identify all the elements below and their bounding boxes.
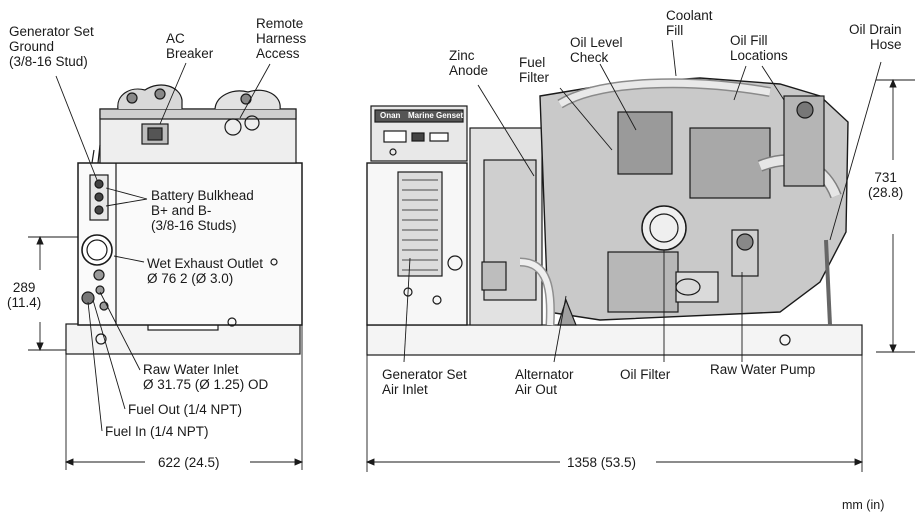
callout-raw-water-pump: Raw Water Pump (710, 362, 816, 377)
units-note: mm (in) (842, 498, 885, 512)
callout-oil-fill-locations: Oil Fill Locations (730, 33, 788, 63)
dim-end-width: 622 (24.5) (156, 455, 222, 470)
callout-oil-filter: Oil Filter (620, 367, 671, 382)
callout-generator-set-air-inlet: Generator Set Air Inlet (382, 367, 467, 397)
skid-hole (95, 333, 107, 345)
callout-wet-exhaust-outlet: Wet Exhaust Outlet Ø 76 2 (Ø 3.0) (147, 256, 264, 286)
exhaust-outlet (81, 234, 113, 266)
dim-side-length: 1358 (53.5) (565, 455, 639, 470)
dim-end-height: 289 (11.4) (5, 280, 44, 310)
dim-side-height: 731 (28.8) (866, 170, 906, 200)
end-view-dimensions (28, 235, 304, 470)
callout-remote-harness-access: Remote Harness Access (256, 16, 307, 61)
end-view-leaders (55, 62, 271, 432)
callout-fuel-out: Fuel Out (1/4 NPT) (128, 402, 243, 417)
panel-model: Marine Genset (408, 111, 464, 120)
side-view-leaders (403, 39, 882, 363)
callout-fuel-filter: Fuel Filter (519, 55, 549, 85)
end-view (65, 84, 303, 355)
callout-ac-breaker: AC Breaker (166, 31, 214, 61)
callout-alternator-air-out: Alternator Air Out (515, 367, 574, 397)
panel-brand: Onan (380, 111, 401, 120)
callout-generator-set-ground: Generator Set Ground (3/8-16 Stud) (9, 24, 94, 69)
callout-oil-drain-hose: Oil Drain Hose (849, 22, 902, 52)
side-view-dimensions (365, 78, 915, 472)
callout-raw-water-inlet: Raw Water Inlet Ø 31.75 (Ø 1.25) OD (143, 362, 269, 392)
callout-coolant-fill: Coolant Fill (666, 8, 713, 38)
oil-filter-canister (641, 205, 687, 251)
callout-battery-bulkhead: Battery Bulkhead B+ and B- (3/8-16 Studs… (151, 188, 254, 233)
callout-fuel-in: Fuel In (1/4 NPT) (105, 424, 209, 439)
side-view (366, 77, 863, 356)
callout-zinc-anode: Zinc Anode (449, 48, 489, 78)
callout-oil-level-check: Oil Level Check (570, 35, 623, 65)
